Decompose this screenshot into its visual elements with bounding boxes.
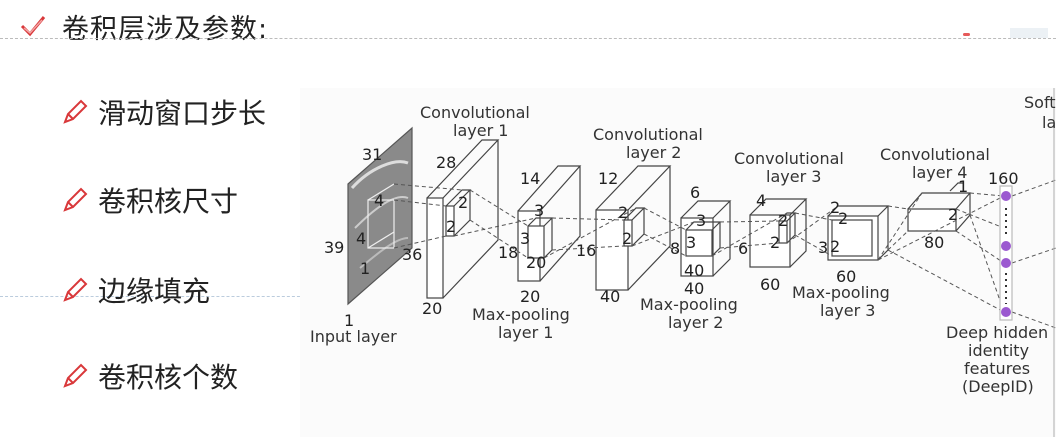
dimension-label: 1: [344, 311, 354, 330]
dimension-label: 2: [618, 203, 628, 222]
conv1-caption: Convolutional: [420, 103, 530, 122]
deepid-node: [1001, 191, 1011, 201]
dimension-label: 20: [422, 299, 442, 318]
dimension-label: 16: [576, 241, 596, 260]
dimension-label: 6: [690, 183, 700, 202]
bullet-label: 卷积核个数: [98, 361, 239, 394]
conv3-caption: Convolutional: [734, 149, 844, 168]
check-icon: [20, 16, 46, 37]
pool1-caption: layer 1: [498, 323, 553, 342]
dimension-label: 4: [374, 191, 384, 210]
dimension-label: 4: [356, 229, 366, 248]
conv2-caption: Convolutional: [593, 125, 703, 144]
dimension-label: 80: [924, 233, 944, 252]
pool2-caption: layer 2: [668, 313, 723, 332]
dimension-label: 60: [760, 275, 780, 294]
dimension-label: 2: [622, 229, 632, 248]
conv4-caption: layer 4: [912, 163, 967, 182]
dimension-label: 3: [686, 233, 696, 252]
decoration: [963, 33, 970, 36]
pool2-caption: Max-pooling: [640, 295, 738, 314]
pool2-block: [680, 200, 732, 277]
dimension-label: 28: [436, 153, 456, 172]
deepid-caption: identity: [968, 341, 1029, 360]
list-item: 边缘填充: [60, 270, 210, 310]
pencil-icon: [63, 363, 88, 388]
dimension-label: 40: [684, 261, 704, 280]
pool3-block: [827, 205, 890, 261]
list-item: 卷积核尺寸: [60, 180, 238, 220]
dimension-label: 2: [458, 193, 468, 212]
pencil-icon: [63, 187, 88, 212]
pencil-icon: [63, 277, 88, 302]
decoration: [1010, 28, 1048, 38]
dimension-label: 31: [362, 145, 382, 164]
deepid-node: [1001, 258, 1011, 268]
input-layer-caption: Input layer: [310, 327, 397, 346]
pool1-caption: Max-pooling: [472, 305, 570, 324]
dimension-label: 12: [598, 169, 618, 188]
bullet-label: 卷积核尺寸: [98, 185, 239, 218]
connection-lines: [393, 179, 1056, 329]
cnn-diagram-svg: Convolutional layer 1 Convolutional laye…: [310, 88, 1056, 437]
pool1-block: [517, 165, 582, 282]
dimension-label: 2: [770, 233, 780, 252]
bullet-label: 边缘填充: [98, 275, 211, 308]
deepid-column: [999, 185, 1013, 321]
softmax-caption: la: [1042, 113, 1056, 132]
dimension-label: 1: [958, 177, 968, 196]
conv4-caption: Convolutional: [880, 145, 990, 164]
divider: [0, 296, 310, 297]
conv2-caption: layer 2: [626, 143, 681, 162]
conv1-block: [426, 139, 500, 299]
list-item: 卷积核个数: [60, 356, 238, 396]
dimension-label: 2: [446, 217, 456, 236]
dimension-label: 4: [756, 191, 766, 210]
deepid-caption: features: [964, 359, 1030, 378]
deepid-caption: (DeepID): [962, 377, 1034, 396]
dimension-label: 39: [324, 238, 344, 257]
cnn-diagram: Convolutional layer 1 Convolutional laye…: [300, 88, 1056, 437]
dimension-label: 3: [818, 238, 828, 257]
dimension-label: 2: [830, 198, 840, 217]
conv3-caption: layer 3: [766, 167, 821, 186]
dimension-label: 40: [600, 287, 620, 306]
dimension-label: 14: [520, 169, 540, 188]
conv3-block: [749, 198, 808, 268]
dimension-label: 2: [778, 211, 788, 230]
dimension-label: 3: [696, 211, 706, 230]
pool3-caption: Max-pooling: [792, 283, 890, 302]
dimension-label: 3: [520, 229, 530, 248]
deepid-node: [1001, 241, 1011, 251]
page-title: 卷积层涉及参数:: [62, 13, 269, 45]
dimension-label: 1: [360, 259, 370, 278]
list-item: 滑动窗口步长: [60, 92, 266, 132]
deepid-node: [1001, 307, 1011, 317]
pool3-caption: layer 3: [820, 301, 875, 320]
dimension-label: 2: [838, 209, 848, 228]
dimension-label: 3: [534, 201, 544, 220]
input-layer-block: [347, 126, 413, 306]
header: 卷积层涉及参数:: [18, 8, 269, 45]
dimension-label: 2: [948, 205, 958, 224]
deepid-caption: Deep hidden: [946, 323, 1048, 342]
dimension-label: 8: [670, 239, 680, 258]
bullet-label: 滑动窗口步长: [98, 97, 267, 130]
divider: [0, 38, 1056, 39]
dimension-label: 160: [988, 169, 1019, 188]
dimension-label: 18: [498, 243, 518, 262]
dimension-label: 20: [526, 253, 546, 272]
dimension-label: 36: [402, 245, 422, 264]
softmax-caption: Soft: [1024, 93, 1056, 112]
dimension-label: 2: [830, 237, 840, 256]
conv1-caption: layer 1: [453, 121, 508, 140]
dimension-label: 60: [836, 267, 856, 286]
dimension-label: 20: [520, 287, 540, 306]
conv2-block: [595, 165, 672, 291]
dimension-label: 6: [738, 239, 748, 258]
dimension-label: 40: [684, 279, 704, 298]
pencil-icon: [63, 99, 88, 124]
